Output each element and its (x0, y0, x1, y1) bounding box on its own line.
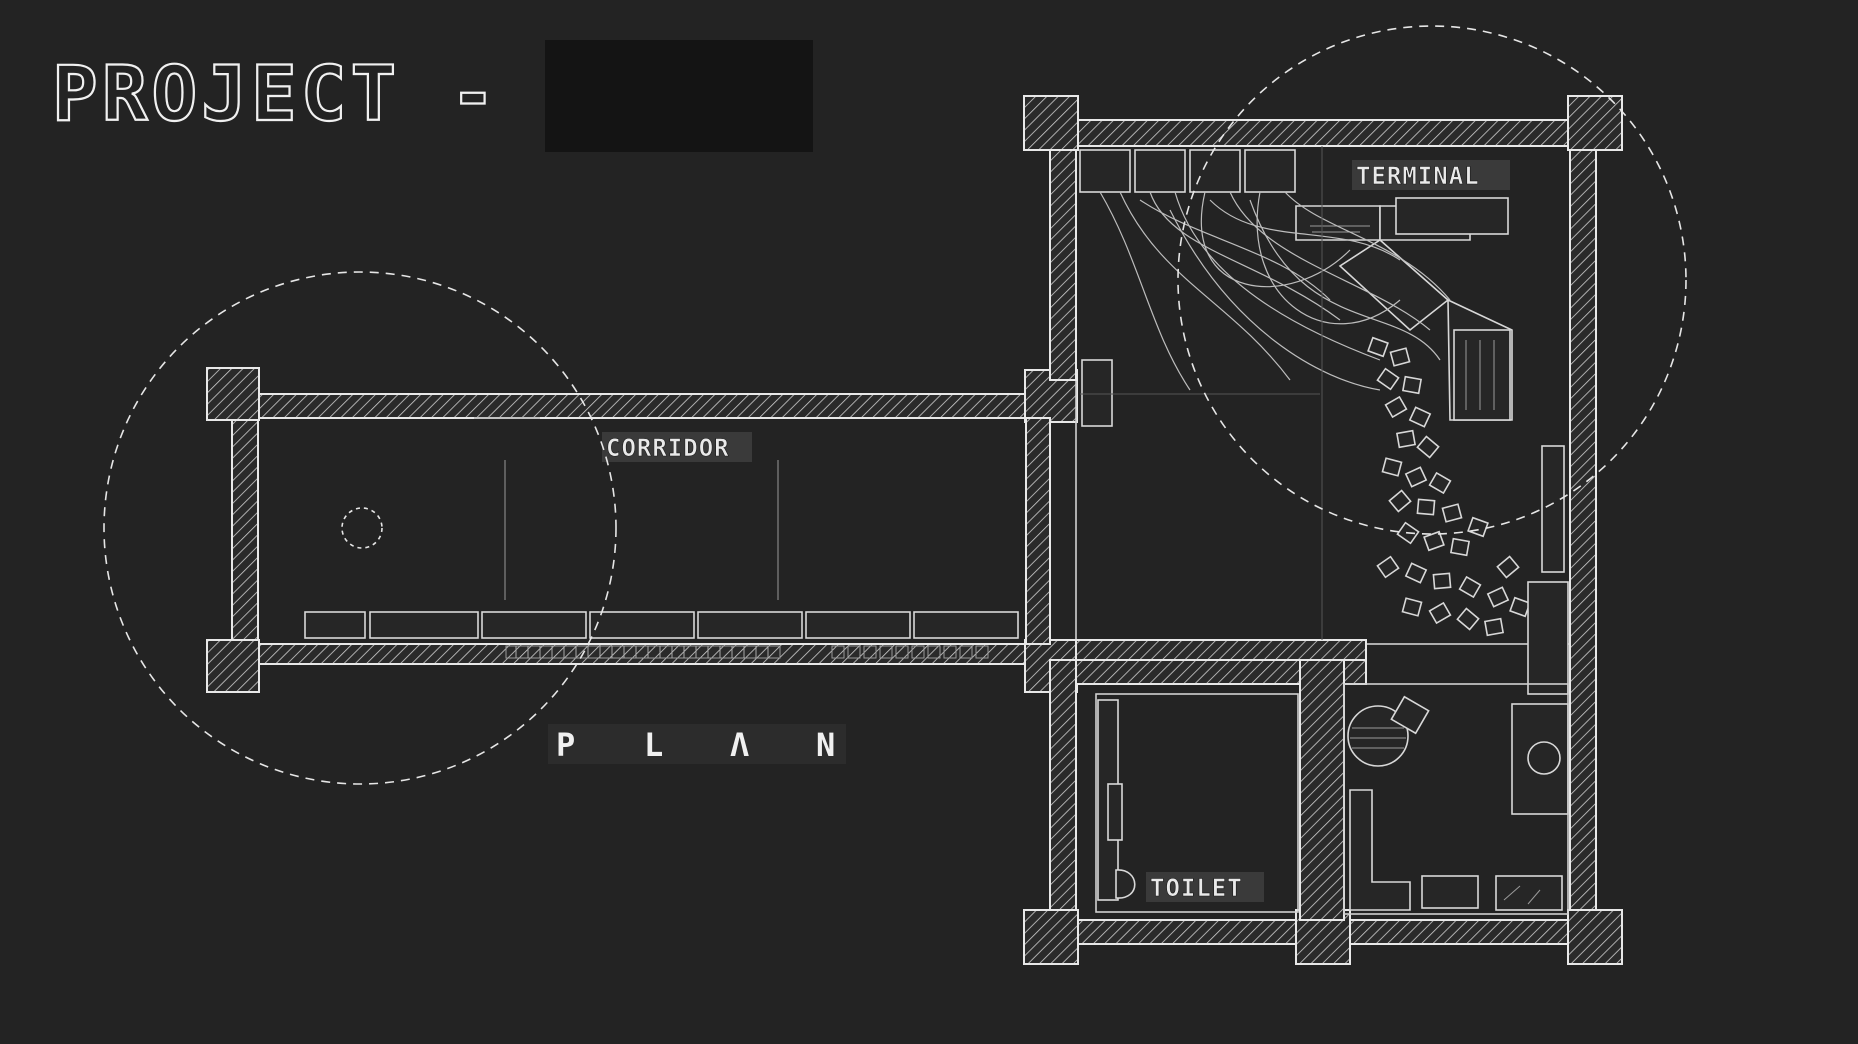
terminal-console (1295, 197, 1513, 421)
corridor-label-box (602, 432, 752, 462)
toilet-room: TOILET (1023, 659, 1623, 965)
scattered-papers (1367, 336, 1531, 637)
toilet-label: TOILET (1150, 874, 1243, 902)
terminal-radius-circle (1177, 25, 1687, 535)
plan-letter-p: P (556, 726, 575, 764)
corridor-label: CORRIDOR (606, 434, 730, 462)
toilet-label-box (1146, 872, 1264, 902)
project-title: PROJECT - (51, 40, 813, 152)
terminal-room: TERMINAL (1023, 95, 1623, 921)
cable-bundle (1099, 191, 1451, 391)
plan-letter-l: L (644, 726, 663, 764)
terminal-label-box (1352, 160, 1510, 190)
plan-caption: P L Λ N (548, 724, 846, 764)
plan-letter-a: Λ (730, 726, 749, 764)
corridor-radius-circle (103, 271, 617, 785)
corridor-room: CORRIDOR (206, 367, 1043, 693)
plan-letter-n: N (816, 726, 835, 764)
project-title-text: PROJECT - (52, 49, 500, 138)
terminal-label: TERMINAL (1356, 162, 1480, 190)
redacted-block (545, 40, 813, 152)
